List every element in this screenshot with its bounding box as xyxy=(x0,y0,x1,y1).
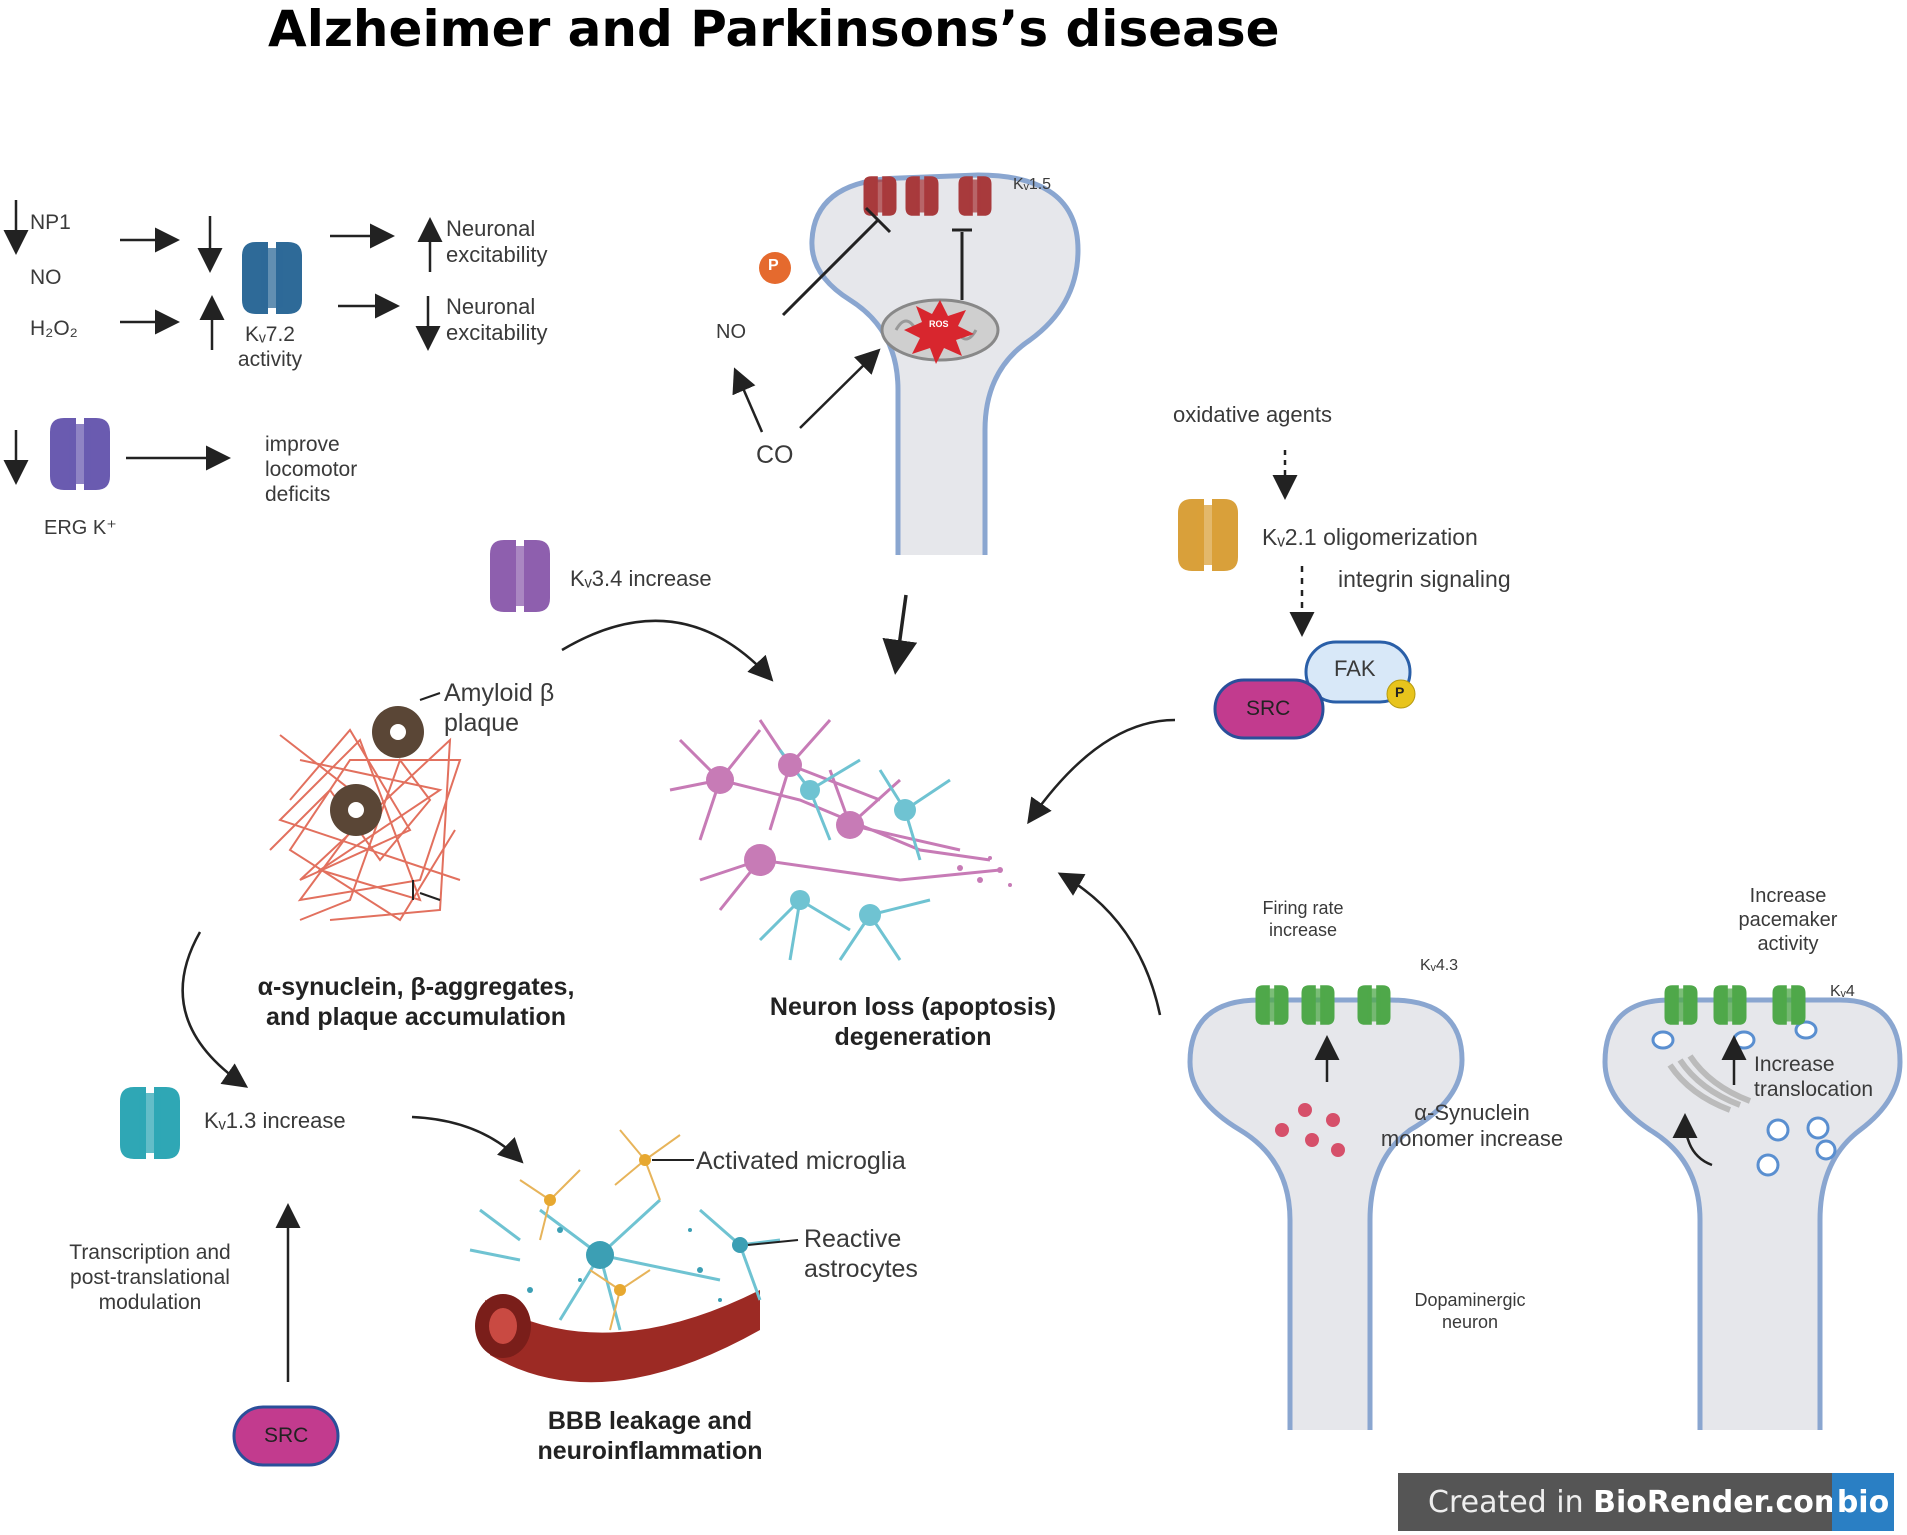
neuronal-excitability-down-label: Neuronal excitability xyxy=(446,294,548,346)
dopaminergic-neuron-label: Dopaminergic neuron xyxy=(1414,1290,1526,1332)
kv43-spine xyxy=(1187,997,1465,1430)
kv72-label: Kᵥ7.2 activity xyxy=(237,323,303,372)
np1-label: NP1 xyxy=(30,211,71,234)
page-title: Alzheimer and Parkinsons’s disease xyxy=(268,0,1280,58)
kv13-label: Kᵥ1.3 increase xyxy=(204,1108,346,1133)
kv15-channels-icon xyxy=(863,176,992,216)
biorender-logo-icon: bio xyxy=(1832,1473,1894,1531)
amyloid-aggregates xyxy=(269,728,462,922)
synuclein-label: α-Synuclein monomer increase xyxy=(1380,1100,1564,1152)
neuronal-excitability-up-label: Neuronal excitability xyxy=(446,216,548,268)
src-bottom-shape xyxy=(232,1405,340,1467)
kv15-label: Kᵥ1.5 xyxy=(1013,176,1052,193)
erg-label: ERG K⁺ xyxy=(44,517,117,539)
aggregates-label: α-synuclein, β-aggregates, and plaque ac… xyxy=(257,973,575,1031)
kv34-label: Kᵥ3.4 increase xyxy=(570,566,712,591)
top-left-arrows xyxy=(3,200,443,485)
kv34-arrow xyxy=(561,619,774,682)
pacemaker-label: Increase pacemaker activity xyxy=(1738,885,1838,955)
kv15-spine xyxy=(809,172,1081,555)
amyloid-plaque-icon xyxy=(330,706,424,836)
footer-prefix: Created in xyxy=(1428,1484,1594,1520)
ros-label: ROS xyxy=(929,319,949,329)
src-bottom-label: SRC xyxy=(264,1424,309,1447)
kv4-channels-icon xyxy=(1664,985,1806,1025)
microglia-label: Activated microglia xyxy=(696,1147,906,1175)
src-top-shape xyxy=(1213,678,1325,740)
transcription-label: Transcription and post-translational mod… xyxy=(69,1241,231,1315)
bbb-illustration xyxy=(469,1129,799,1383)
kv34-channel-icon xyxy=(490,540,550,612)
kv21-arrows xyxy=(1027,450,1315,1016)
kv43-label: Kᵥ4.3 xyxy=(1420,957,1459,974)
footer-text: Created in BioRender.com xyxy=(1398,1485,1845,1520)
phospho-orange-icon xyxy=(759,252,791,284)
kv4-spine xyxy=(1602,997,1903,1430)
amyloid-label: Amyloid β plaque xyxy=(444,679,555,737)
amyloid-leader xyxy=(412,692,441,901)
biorender-footer: Created in BioRender.com bio xyxy=(1398,1473,1894,1531)
co-label: CO xyxy=(756,441,794,469)
kv21-channel-icon xyxy=(1178,499,1238,571)
kv15-inhibition-lines xyxy=(732,206,972,675)
phospho-yellow-icon xyxy=(1386,679,1416,709)
locomotor-label: improve locomotor deficits xyxy=(265,433,358,507)
no-label-spine: NO xyxy=(716,321,746,343)
kv13-channel-icon xyxy=(120,1087,180,1159)
kv21-label: Kᵥ2.1 oligomerization xyxy=(1262,524,1478,550)
src-top-label: SRC xyxy=(1246,697,1291,720)
phospho-orange-label: P xyxy=(768,257,779,274)
neuron-loss-illustration xyxy=(669,719,1012,961)
translocation-label: Increase translocation xyxy=(1754,1053,1874,1102)
kv13-arrows xyxy=(181,931,524,1382)
h2o2-label: H₂O₂ xyxy=(30,317,78,340)
kv72-channel-icon xyxy=(242,242,302,314)
bbb-label: BBB leakage and neuroinflammation xyxy=(537,1407,763,1465)
firing-rate-label: Firing rate increase xyxy=(1262,898,1344,940)
phospho-yellow-label: P xyxy=(1395,684,1405,700)
fak-shape xyxy=(1304,640,1412,704)
erg-channel-icon xyxy=(50,418,110,490)
kv43-channels-icon xyxy=(1255,985,1391,1025)
neuron-loss-label: Neuron loss (apoptosis) degeneration xyxy=(769,993,1057,1051)
kv4-label: Kᵥ4 xyxy=(1830,983,1855,1000)
oxidative-label: oxidative agents xyxy=(1173,402,1332,427)
integrin-label: integrin signaling xyxy=(1338,566,1511,592)
footer-brand: BioRender.com xyxy=(1593,1484,1846,1520)
no-label-left: NO xyxy=(30,266,62,289)
astrocytes-label: Reactive astrocytes xyxy=(804,1225,918,1283)
fak-label: FAK xyxy=(1334,656,1376,681)
